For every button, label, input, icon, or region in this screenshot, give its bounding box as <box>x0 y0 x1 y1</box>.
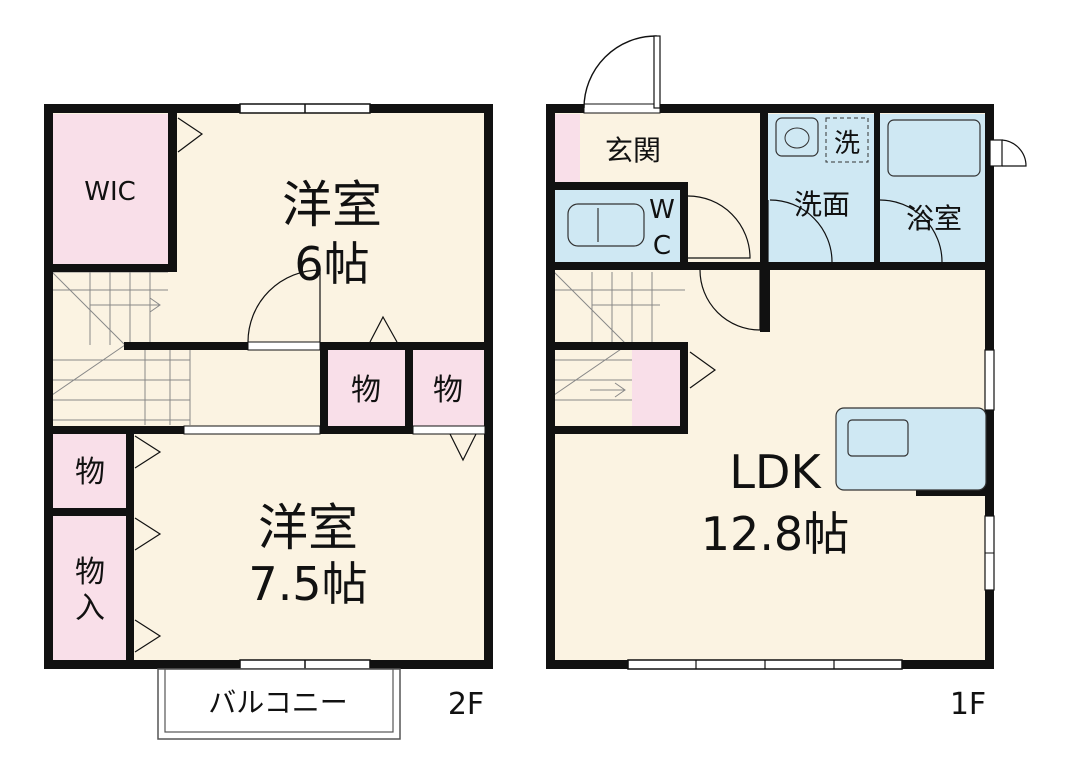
washroom-label: 洗面 <box>794 188 850 221</box>
balcony-area <box>157 668 401 740</box>
floor-1f: 玄関 W C 洗 洗面 浴室 LDK 12.8帖 1F <box>546 35 1027 722</box>
entrance-door-swing <box>583 35 657 109</box>
staircase-1f <box>553 271 685 401</box>
room1-name: 洋室 <box>282 176 382 234</box>
kitchen-counter <box>835 407 987 491</box>
storage-b-area <box>412 350 485 426</box>
opening-7-5jo <box>183 425 321 435</box>
toilet-fixture <box>567 203 645 247</box>
entrance-storage <box>554 114 580 182</box>
floor-1f-label: 1F <box>950 687 986 722</box>
storage-a-area <box>328 350 405 426</box>
door-swings-1f <box>687 195 943 389</box>
bathroom-label: 浴室 <box>906 202 962 235</box>
storage-b-label: 物 <box>433 373 463 408</box>
bathtub-fixture <box>887 119 981 177</box>
washer-label: 洗 <box>834 129 860 159</box>
wic-area <box>52 114 168 264</box>
ldk-name: LDK <box>729 445 822 499</box>
floor-2f-label: 2F <box>448 687 484 722</box>
storage-a-label: 物 <box>351 373 381 408</box>
floor-2f: WIC 洋室 6帖 物 物 物 物 入 洋室 7.5帖 バルコニー 2F <box>44 103 493 740</box>
room1-size: 6帖 <box>294 237 369 291</box>
storage-d-label-line2: 入 <box>75 591 105 626</box>
ldk-size: 12.8帖 <box>701 507 849 561</box>
under-stair-storage <box>632 350 684 426</box>
washer-space <box>825 117 869 163</box>
window-right-upper <box>984 349 995 411</box>
storage-d-area <box>52 516 132 662</box>
door-opening-6jo <box>247 341 321 351</box>
balcony-label: バルコニー <box>208 686 347 719</box>
room2-name: 洋室 <box>258 499 358 557</box>
entrance-label: 玄関 <box>605 134 661 167</box>
room2-size: 7.5帖 <box>248 557 367 611</box>
door-swing-6jo <box>247 269 321 343</box>
folding-door-markers-2f <box>134 117 477 653</box>
storage-c-area <box>52 434 132 510</box>
wc-label-w: W <box>649 195 675 225</box>
storage-c-label: 物 <box>75 455 105 490</box>
wic-label: WIC <box>84 177 136 207</box>
sink-fixture <box>775 117 819 157</box>
storage-d-label-line1: 物 <box>75 555 105 590</box>
kitchen-sink <box>847 419 909 457</box>
wc-label-c: C <box>653 231 671 261</box>
